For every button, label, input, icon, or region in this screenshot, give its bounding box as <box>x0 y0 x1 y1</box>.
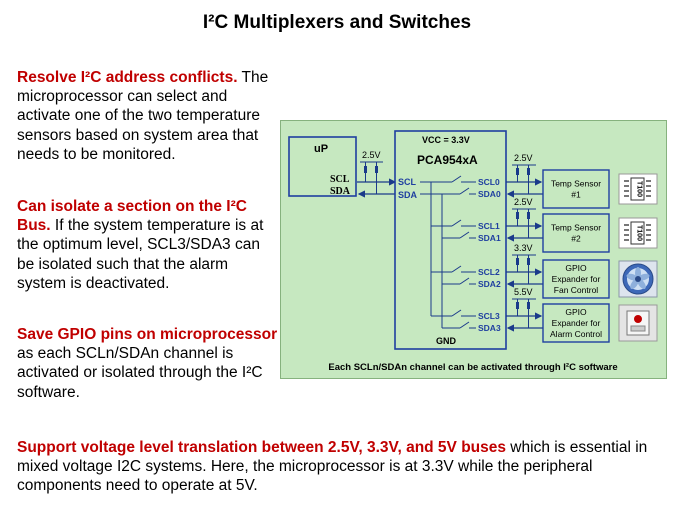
channel-device-label: Expander for <box>552 274 601 284</box>
channel-device-label: Fan Control <box>554 285 599 295</box>
temp-sensor-chip-pin <box>624 239 629 241</box>
channel-sda-switch <box>459 277 470 285</box>
diagram-footer: Each SCLn/SDAn channel can be activated … <box>328 362 617 373</box>
channel-pullup-voltage: 2.5V <box>514 153 533 163</box>
microprocessor-box: uP SCL SDA <box>288 136 357 197</box>
paragraph-body: If the system temperature is at the opti… <box>17 217 264 292</box>
channel-scl-switch <box>451 219 462 227</box>
channel-sda-switch <box>459 321 470 329</box>
up-sda-label: SDA <box>330 186 351 197</box>
temp-sensor-chip-text: T100 <box>636 225 643 241</box>
channel-device-label: #2 <box>571 234 581 244</box>
temp-sensor-chip-pin <box>624 229 629 231</box>
temp-sensor-chip-text: T100 <box>636 181 643 197</box>
channel-sda-label: SDA1 <box>478 233 501 243</box>
paragraph-voltage-translation: Support voltage level translation betwee… <box>17 438 667 496</box>
up-scl-label: SCL <box>330 174 350 185</box>
mux-sda-label: SDA <box>398 190 418 200</box>
channel-sda-switch <box>459 187 470 195</box>
channel-pullup-voltage: 3.3V <box>514 243 533 253</box>
alarm-panel-keys <box>630 325 646 332</box>
temp-sensor-chip-pin <box>624 234 629 236</box>
paragraph-isolate-section: Can isolate a section on the I²C Bus. If… <box>17 197 279 293</box>
main-bus <box>357 178 397 198</box>
temp-sensor-chip-pin <box>646 239 651 241</box>
temp-sensor-chip-pin <box>646 224 651 226</box>
paragraph-address-conflicts: Resolve I²C address conflicts. The micro… <box>17 68 279 164</box>
channel-sda-switch <box>459 231 470 239</box>
channel-scl-label: SCL0 <box>478 177 500 187</box>
mux-scl-label: SCL <box>398 177 417 187</box>
channel-device-box <box>542 213 610 253</box>
paragraph-headline: Save GPIO pins on microprocessor <box>17 326 278 343</box>
channel-device-box <box>542 303 610 343</box>
temp-sensor-chip-pin <box>624 195 629 197</box>
channel-sda-label: SDA3 <box>478 323 501 333</box>
channel-device-label: #1 <box>571 190 581 200</box>
channel-device-box <box>542 259 610 299</box>
temp-sensor-chip-pin <box>624 185 629 187</box>
fan-hub <box>635 276 641 282</box>
paragraph-save-gpio: Save GPIO pins on microprocessor as each… <box>17 325 279 402</box>
main-pullup: 2.5V <box>360 150 383 194</box>
temp-sensor-chip-body <box>630 177 645 201</box>
channel-scl-label: SCL3 <box>478 311 500 321</box>
channel-sda-label: SDA0 <box>478 189 501 199</box>
alarm-panel-led <box>634 315 642 323</box>
temp-sensor-chip-pin <box>646 229 651 231</box>
temp-sensor-chip-pin <box>646 180 651 182</box>
channel-sda-label: SDA2 <box>478 279 501 289</box>
mux-chip: VCC = 3.3V PCA954xA SCL SDA GND <box>394 130 507 350</box>
temp-sensor-chip-body <box>630 221 645 245</box>
channel-device-label: GPIO <box>565 263 587 273</box>
paragraph-headline: Support voltage level translation betwee… <box>17 439 506 456</box>
paragraph-body: which is essential in mixed voltage I2C … <box>17 439 648 495</box>
channel-device-label: Expander for <box>552 318 601 328</box>
channel-device-label: Temp Sensor <box>551 223 601 233</box>
vcc-label: VCC = 3.3V <box>422 135 470 145</box>
paragraph-body: The microprocessor can select and activa… <box>17 69 269 163</box>
channel-scl-switch <box>451 309 462 317</box>
gnd-label: GND <box>436 336 457 346</box>
paragraph-headline: Resolve I²C address conflicts. <box>17 69 238 86</box>
temp-sensor-chip-pin <box>646 185 651 187</box>
channel-device-label: GPIO <box>565 307 587 317</box>
temp-sensor-chip-pin <box>646 195 651 197</box>
up-label: uP <box>314 143 328 155</box>
channel-pullup-voltage: 5.5V <box>514 287 533 297</box>
temp-sensor-chip-pin <box>646 234 651 236</box>
fan-blade <box>635 267 641 279</box>
page-title: I²C Multiplexers and Switches <box>202 12 472 33</box>
temp-sensor-chip-pin <box>624 224 629 226</box>
temp-sensor-chip-pin <box>624 190 629 192</box>
temp-sensor-chip-pin <box>624 180 629 182</box>
chip-label: PCA954xA <box>417 153 478 167</box>
channel-scl-label: SCL2 <box>478 267 500 277</box>
channel-scl-switch <box>451 265 462 273</box>
channel-device-label: Temp Sensor <box>551 179 601 189</box>
channel-scl-switch <box>451 175 462 183</box>
paragraph-headline: Can isolate a section on the I²C Bus. <box>17 198 247 235</box>
pullup-voltage-label: 2.5V <box>362 150 381 160</box>
channel-device-box <box>542 169 610 209</box>
temp-sensor-chip-pin <box>646 190 651 192</box>
i2c-mux-diagram: uP SCL SDA 2.5V VCC = 3.3V PCA954xA SCL … <box>280 120 667 379</box>
paragraph-body: as each SCLn/SDAn channel is activated o… <box>17 345 263 401</box>
channel-device-label: Alarm Control <box>550 329 602 339</box>
channel-scl-label: SCL1 <box>478 221 500 231</box>
channel-pullup-voltage: 2.5V <box>514 197 533 207</box>
